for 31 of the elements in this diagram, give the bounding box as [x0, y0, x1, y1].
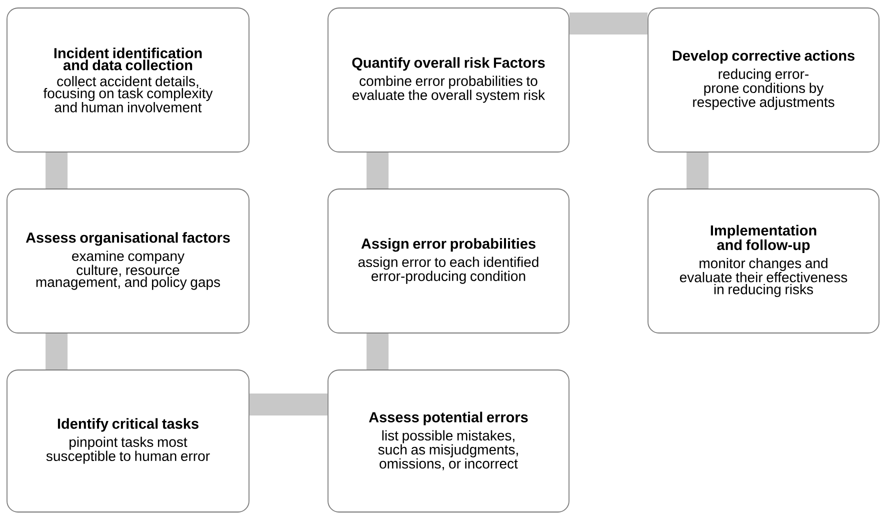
step-description: examine company culture, resource management, and policy gaps: [36, 250, 220, 290]
step-title: Assess potential errors: [368, 412, 528, 426]
step-description: monitor changes and evaluate their effectiveness in reducing risks: [680, 258, 848, 298]
process-box: [6, 8, 250, 152]
process-box: [328, 8, 570, 152]
process-box: [328, 188, 570, 334]
connector-bar: [366, 333, 389, 370]
step-description: combine error probabilities to evaluate the overall system risk: [352, 76, 546, 103]
connector-bar: [366, 152, 389, 189]
process-box: [6, 370, 250, 512]
step-title: Develop corrective actions: [672, 50, 854, 64]
process-box: [328, 370, 570, 512]
step-title: Incident identification and data collection: [54, 48, 202, 70]
step-description: assign error to each identified error-producing condition: [358, 256, 538, 284]
connector-bar: [46, 152, 68, 189]
connector-bar: [249, 394, 328, 416]
connector-bar: [686, 152, 709, 189]
connector-bar: [46, 333, 68, 370]
process-box: [6, 188, 250, 334]
step-description: collect accident details, focusing on task complexity and human involvement: [43, 76, 213, 112]
step-description: reducing error-prone conditions by respective adjustments: [693, 68, 834, 110]
step-description: pinpoint tasks most susceptible to human error: [46, 436, 210, 464]
process-box: [648, 188, 880, 334]
step-title: Quantify overall risk Factors: [352, 57, 545, 71]
step-title: Implementation and follow-up: [710, 224, 816, 253]
step-description: list possible mistakes, such as misjudgments, omissions, or incorrect: [378, 430, 518, 470]
process-box: [648, 8, 880, 152]
step-title: Assign error probabilities: [361, 238, 536, 252]
step-title: Identify critical tasks: [58, 418, 198, 432]
step-title: Assess organisational factors: [26, 232, 230, 246]
connector-bar: [569, 12, 648, 35]
